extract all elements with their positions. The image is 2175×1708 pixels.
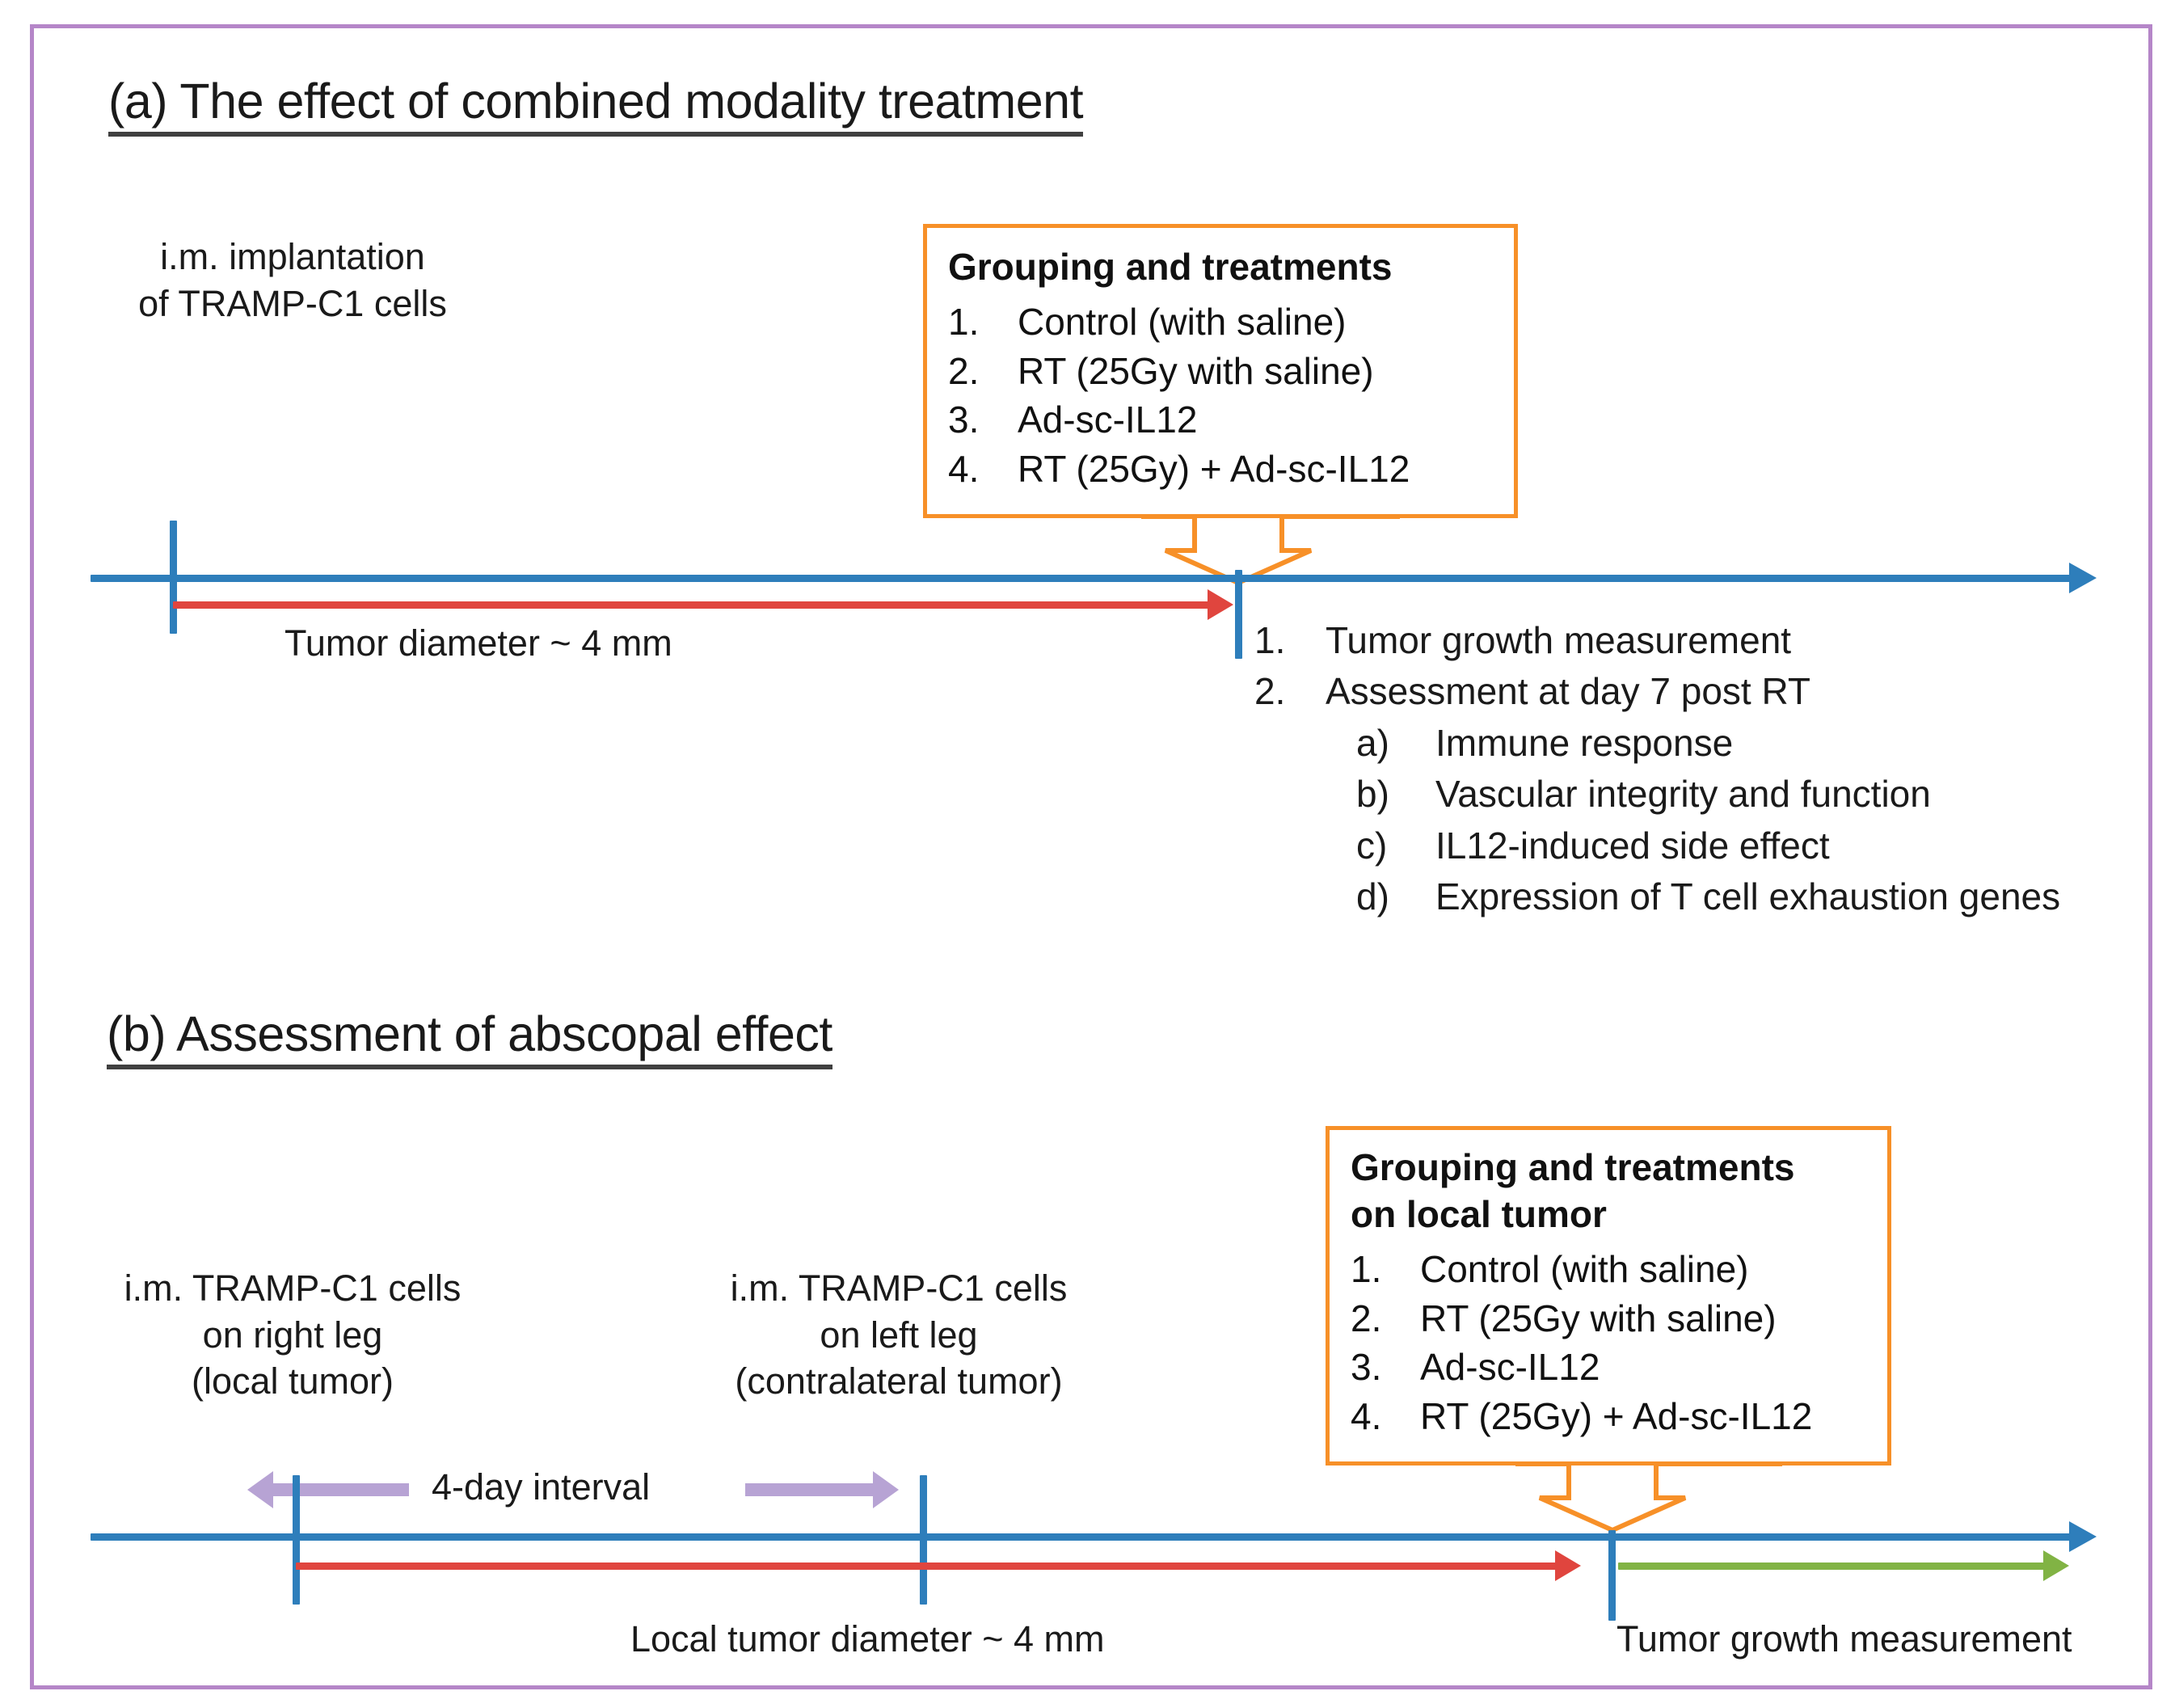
panel-b-local-tumor-bar bbox=[296, 1563, 1557, 1570]
panel-a-assessment-item-label: Assessment at day 7 post RT bbox=[1326, 670, 1810, 713]
panel-b-interval-bar-left bbox=[273, 1483, 409, 1496]
left-leg-label-line3: (contralateral tumor) bbox=[735, 1360, 1063, 1402]
panel-b-grouping-item: 3. Ad-sc-IL12 bbox=[1351, 1343, 1812, 1392]
panel-b-timeline-arrowhead bbox=[2069, 1521, 2097, 1552]
panel-b-tick-right-leg bbox=[293, 1475, 300, 1605]
panel-a-assessment-item-number: b) bbox=[1356, 773, 1389, 816]
panel-a-timeline-arrowhead bbox=[2069, 563, 2097, 593]
panel-a-grouping-item: 1. Control (with saline) bbox=[948, 297, 1410, 347]
implantation-label-line1: i.m. implantation bbox=[160, 236, 425, 277]
panel-b-local-tumor-diameter-label: Local tumor diameter ~ 4 mm bbox=[630, 1618, 1105, 1660]
panel-a-grouping-item-number: 4. bbox=[948, 448, 980, 491]
panel-a-grouping-item-number: 3. bbox=[948, 399, 980, 441]
right-leg-label-line3: (local tumor) bbox=[191, 1360, 394, 1402]
panel-a-assessment-item-number: 2. bbox=[1254, 670, 1286, 713]
left-leg-label-line2: on left leg bbox=[820, 1314, 978, 1356]
panel-a-grouping-item-label: RT (25Gy) + Ad-sc-IL12 bbox=[1018, 448, 1410, 491]
panel-a-assessment-item: b) Vascular integrity and function bbox=[1254, 769, 2060, 820]
panel-b-growth-measurement-label: Tumor growth measurement bbox=[1616, 1618, 2072, 1660]
panel-a-grouping-list: 1. Control (with saline) 2. RT (25Gy with s… bbox=[948, 297, 1410, 494]
panel-b-callout-arrow bbox=[1515, 1461, 1782, 1533]
panel-b-grouping-box-title-line2: on local tumor bbox=[1351, 1193, 1607, 1235]
panel-b-grouping-item: 2. RT (25Gy with saline) bbox=[1351, 1294, 1812, 1343]
panel-a-tick-treatment bbox=[1235, 570, 1242, 659]
panel-a-grouping-item-number: 1. bbox=[948, 301, 980, 343]
panel-a-assessment-list: 1. Tumor growth measurement 2. Assessment a… bbox=[1254, 615, 2060, 923]
panel-b-grouping-item-number: 2. bbox=[1351, 1297, 1382, 1339]
panel-a-assessment-item-label: IL12-induced side effect bbox=[1435, 824, 1830, 867]
panel-b-growth-measurement-bar bbox=[1618, 1563, 2045, 1570]
panel-b-grouping-item-number: 1. bbox=[1351, 1248, 1382, 1290]
panel-b-tick-treatment bbox=[1608, 1530, 1616, 1621]
panel-b-local-tumor-arrowhead bbox=[1555, 1550, 1581, 1581]
panel-b-grouping-item-number: 3. bbox=[1351, 1346, 1382, 1389]
panel-a-grouping-item: 2. RT (25Gy with saline) bbox=[948, 347, 1410, 396]
panel-a-assessment-item: 1. Tumor growth measurement bbox=[1254, 615, 2060, 666]
panel-b-grouping-item-label: RT (25Gy with saline) bbox=[1420, 1297, 1777, 1339]
panel-b-grouping-item-label: Ad-sc-IL12 bbox=[1420, 1346, 1600, 1389]
panel-a-assessment-item: a) Immune response bbox=[1254, 718, 2060, 769]
panel-b-grouping-item-label: RT (25Gy) + Ad-sc-IL12 bbox=[1420, 1395, 1813, 1438]
panel-a-assessment-item-label: Expression of T cell exhaustion genes bbox=[1435, 875, 2061, 918]
panel-a-assessment-item-number: 1. bbox=[1254, 619, 1286, 661]
right-leg-label-line1: i.m. TRAMP-C1 cells bbox=[124, 1267, 462, 1309]
panel-a-tumor-growth-bar bbox=[173, 601, 1209, 609]
implantation-label-line2: of TRAMP-C1 cells bbox=[138, 282, 447, 324]
panel-a-tumor-diameter-label: Tumor diameter ~ 4 mm bbox=[285, 622, 672, 664]
panel-a-tumor-growth-arrowhead bbox=[1208, 589, 1233, 620]
panel-b-left-leg-label: i.m. TRAMP-C1 cells on left leg (contral… bbox=[648, 1265, 1149, 1405]
panel-b-title: (b) Assessment of abscopal effect bbox=[107, 1008, 832, 1070]
panel-a-tick-implantation bbox=[170, 521, 177, 634]
panel-b-right-leg-label: i.m. TRAMP-C1 cells on right leg (local … bbox=[66, 1265, 519, 1405]
panel-a-grouping-item-number: 2. bbox=[948, 349, 980, 392]
panel-b-timeline-blue bbox=[91, 1533, 2071, 1541]
panel-b-growth-measurement-arrowhead bbox=[2043, 1550, 2069, 1581]
panel-b-grouping-item-label: Control (with saline) bbox=[1420, 1248, 1749, 1290]
panel-a-grouping-box-title: Grouping and treatments bbox=[948, 246, 1393, 288]
panel-a-assessment-item: 2. Assessment at day 7 post RT bbox=[1254, 666, 2060, 717]
panel-a-grouping-item: 3. Ad-sc-IL12 bbox=[948, 395, 1410, 445]
right-leg-label-line2: on right leg bbox=[202, 1314, 383, 1356]
panel-a-grouping-item-label: Ad-sc-IL12 bbox=[1018, 399, 1198, 441]
panel-b-interval-arrowhead-right bbox=[873, 1471, 899, 1508]
panel-a-grouping-box: Grouping and treatments 1. Control (with … bbox=[923, 224, 1518, 518]
panel-a-assessment-item: d) Expression of T cell exhaustion genes bbox=[1254, 871, 2060, 922]
panel-b-interval-arrowhead-left bbox=[247, 1471, 273, 1508]
panel-a-title: (a) The effect of combined modality trea… bbox=[108, 75, 1084, 137]
panel-a-grouping-item-label: Control (with saline) bbox=[1018, 301, 1347, 343]
panel-a-assessment-item-number: a) bbox=[1356, 721, 1389, 764]
panel-b-tick-left-leg bbox=[920, 1475, 927, 1605]
panel-a-grouping-item-label: RT (25Gy with saline) bbox=[1018, 349, 1374, 392]
panel-a-implantation-label: i.m. implantation of TRAMP-C1 cells bbox=[82, 234, 503, 327]
panel-b-interval-label: 4-day interval bbox=[432, 1466, 651, 1508]
panel-b-grouping-list: 1. Control (with saline) 2. RT (25Gy with s… bbox=[1351, 1245, 1812, 1441]
panel-a-assessment-item: c) IL12-induced side effect bbox=[1254, 820, 2060, 871]
panel-b-interval-bar-right bbox=[745, 1483, 873, 1496]
panel-a-assessment-item-label: Tumor growth measurement bbox=[1326, 619, 1792, 661]
panel-a-grouping-item: 4. RT (25Gy) + Ad-sc-IL12 bbox=[948, 445, 1410, 494]
panel-a-assessment-item-label: Immune response bbox=[1435, 721, 1734, 764]
left-leg-label-line1: i.m. TRAMP-C1 cells bbox=[730, 1267, 1068, 1309]
panel-a-assessment-item-label: Vascular integrity and function bbox=[1435, 773, 1931, 816]
panel-a-assessment-item-number: c) bbox=[1356, 824, 1388, 867]
panel-a-assessment-item-number: d) bbox=[1356, 875, 1389, 918]
figure-frame: (a) The effect of combined modality trea… bbox=[30, 24, 2152, 1689]
panel-a-timeline-blue bbox=[91, 575, 2071, 582]
panel-b-grouping-box: Grouping and treatments on local tumor 1… bbox=[1326, 1126, 1891, 1466]
panel-b-grouping-item-number: 4. bbox=[1351, 1395, 1382, 1438]
panel-b-grouping-box-title-line1: Grouping and treatments bbox=[1351, 1146, 1795, 1188]
panel-b-grouping-item: 1. Control (with saline) bbox=[1351, 1245, 1812, 1294]
panel-b-grouping-item: 4. RT (25Gy) + Ad-sc-IL12 bbox=[1351, 1392, 1812, 1441]
